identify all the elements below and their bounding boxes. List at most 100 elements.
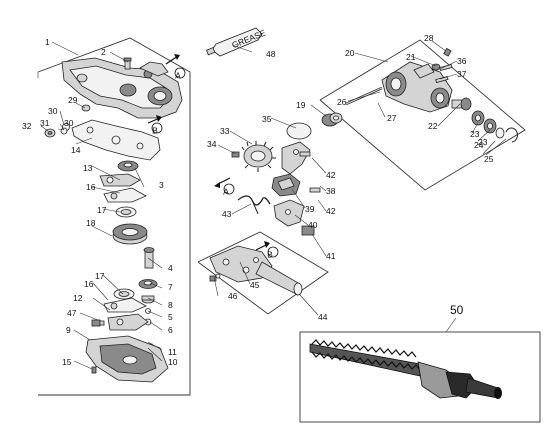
- leader-line: [485, 138, 507, 156]
- leader-line: [147, 257, 163, 269]
- hedge-trimmer-attachment: [309, 339, 502, 399]
- pin-42-lower: [309, 187, 321, 193]
- part-number-callout: 47: [67, 308, 77, 318]
- part-number-callout: 46: [228, 291, 238, 301]
- bolt-36: [439, 64, 453, 72]
- screw-28: [443, 47, 452, 57]
- part-number-callout: 36: [457, 56, 467, 66]
- leader-line: [92, 282, 109, 301]
- part-number-callout: 19: [296, 100, 306, 110]
- leader-line: [91, 186, 121, 194]
- leader-line: [319, 185, 327, 192]
- part-number-callout: 5: [168, 312, 173, 322]
- ring-17-upper: [115, 206, 137, 218]
- part-number-callout: 14: [71, 145, 81, 155]
- part-number-callout: 35: [262, 114, 272, 124]
- leader-line: [471, 122, 479, 134]
- part-number-callout: 8: [168, 300, 173, 310]
- part-number-callout: 33: [220, 126, 230, 136]
- plate-16-upper: [103, 187, 147, 203]
- small-fasteners-29-32: [44, 104, 91, 138]
- part-number-callout: 37: [457, 69, 467, 79]
- screw-15: [91, 366, 97, 374]
- block-38: [271, 173, 301, 197]
- pin-42-upper: [299, 151, 311, 157]
- part-number-callout: 10: [168, 357, 178, 367]
- part-number-callout: 7: [168, 282, 173, 292]
- part-number-callout: 13: [83, 163, 93, 173]
- left-assembly-frame: [37, 37, 191, 396]
- leader-line: [213, 276, 219, 297]
- part-number-callout: 11: [168, 347, 177, 357]
- part-number-callout: 38: [326, 186, 336, 196]
- part-number-callout: 45: [250, 280, 260, 290]
- part-number-callout: 17: [95, 271, 105, 281]
- part-number-callout: 4: [168, 263, 173, 273]
- part-number-callout: 34: [207, 139, 217, 149]
- part-number-callout: 15: [62, 357, 72, 367]
- leader-line: [51, 41, 79, 56]
- disc-35: [286, 122, 312, 140]
- leader-line: [91, 225, 113, 237]
- screw-34: [231, 151, 240, 158]
- reference-marker: A: [175, 70, 181, 80]
- leader-line: [79, 312, 99, 321]
- part-number-callout: 26: [337, 97, 347, 107]
- part-number-callout: 17: [97, 205, 107, 215]
- leader-line: [231, 203, 252, 215]
- part-number-callout: 29: [68, 95, 78, 105]
- gear-cover-9: [85, 335, 169, 383]
- part-number-callout: 44: [318, 312, 328, 322]
- leader-line: [311, 157, 327, 174]
- part-number-callout: 28: [424, 33, 434, 43]
- part-number-callout: 48: [266, 49, 276, 59]
- housing-20: [381, 61, 453, 113]
- leader-lines: [40, 40, 507, 370]
- leader-line: [299, 294, 319, 316]
- leader-line: [149, 282, 163, 289]
- assembly-inset-box: [299, 331, 541, 423]
- bearing-23a: [471, 110, 485, 126]
- leader-line: [294, 214, 309, 226]
- part-number-callout: 27: [387, 113, 397, 123]
- leader-line: [231, 44, 253, 53]
- leader-line: [57, 128, 65, 131]
- lever-plate: [281, 141, 311, 175]
- leader-line: [102, 208, 121, 213]
- bolt-47: [91, 319, 105, 327]
- tube-assembly-frame: [197, 231, 329, 315]
- part-number-callout: 16: [84, 279, 94, 289]
- leader-line: [147, 310, 163, 318]
- leader-line: [377, 102, 386, 118]
- part-number-callout: 42: [326, 206, 336, 216]
- part-number-callout: 21: [406, 52, 416, 62]
- part-number-callout: 9: [66, 325, 71, 335]
- part-number-callout: 32: [22, 121, 32, 131]
- part-number-callout: 6: [168, 325, 173, 335]
- part-number-callout: 39: [305, 204, 315, 214]
- leader-line: [109, 51, 129, 63]
- part-number-callout: 18: [86, 218, 96, 228]
- bearing-7: [138, 279, 158, 289]
- part-number-callout: 40: [308, 220, 318, 230]
- plate-16-lower: [103, 297, 147, 313]
- part-number-callout: 31: [40, 118, 50, 128]
- part-number-callout: 25: [484, 154, 494, 164]
- reference-marker: A: [223, 186, 229, 196]
- leader-line: [311, 233, 327, 257]
- gasket-plate: [71, 119, 161, 161]
- leader-line: [149, 321, 163, 331]
- leader-line: [437, 103, 461, 127]
- grease-nipple: [123, 57, 132, 70]
- part-number-callout: 23: [470, 129, 480, 139]
- leader-line: [291, 188, 306, 209]
- leader-line: [102, 274, 124, 295]
- leader-line: [40, 125, 49, 132]
- leader-line: [75, 102, 86, 109]
- screw-46: [209, 273, 221, 282]
- gear-case: [61, 57, 183, 119]
- reference-marker: B: [267, 249, 273, 259]
- shaft-4: [143, 247, 155, 269]
- arrow-b-middle: [255, 241, 279, 258]
